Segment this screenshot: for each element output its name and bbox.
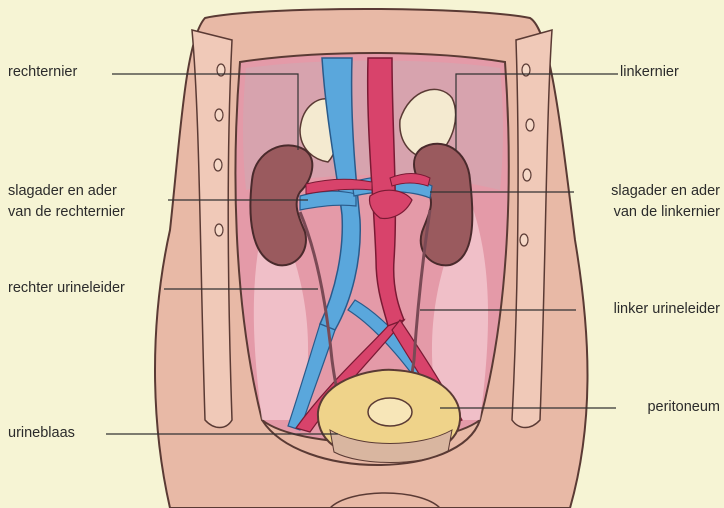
label-right-vessels-line1: slagader en ader <box>8 181 117 201</box>
label-left-ureter: linker urineleider <box>614 299 720 319</box>
label-left-vessels-line1: slagader en ader <box>611 181 720 201</box>
label-right-ureter: rechter urineleider <box>8 278 125 298</box>
label-bladder: urineblaas <box>8 423 75 443</box>
label-left-kidney: linkernier <box>620 62 679 82</box>
label-peritoneum: peritoneum <box>647 397 720 417</box>
label-right-kidney: rechternier <box>8 62 77 82</box>
bladder-opening <box>368 398 412 426</box>
label-left-vessels-line2: van de linkernier <box>614 202 720 222</box>
label-right-vessels-line2: van de rechternier <box>8 202 125 222</box>
